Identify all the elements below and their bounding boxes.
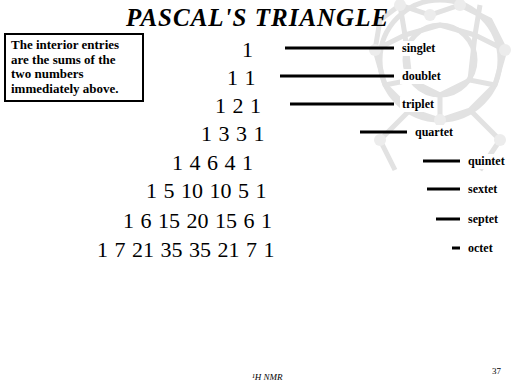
leader-line — [427, 188, 460, 191]
multiplicity-label: octet — [466, 241, 495, 256]
leader-line — [290, 103, 394, 106]
multiplicity-label: quartet — [413, 125, 455, 140]
triangle-row: 1 6 15 20 15 6 1 — [123, 208, 272, 234]
footer-text: ¹H NMR — [252, 372, 282, 382]
multiplicity-label: septet — [466, 212, 500, 227]
triangle-row: 1 7 21 35 35 21 7 1 — [97, 237, 275, 263]
slide-title: PASCAL'S TRIANGLE — [126, 4, 389, 32]
multiplicity-label: triplet — [400, 97, 436, 112]
triangle-row: 1 1 — [227, 65, 256, 91]
multiplicity-label: quintet — [466, 154, 507, 169]
note-text: The interior entries are the sums of the… — [11, 38, 137, 96]
multiplicity-label: sextet — [466, 182, 499, 197]
multiplicity-label: singlet — [400, 41, 437, 56]
leader-line — [452, 247, 460, 250]
leader-line — [360, 131, 407, 134]
triangle-row: 1 5 10 10 5 1 — [146, 178, 267, 204]
triangle-row: 1 — [242, 37, 253, 63]
leader-line — [436, 218, 460, 221]
triangle-row: 1 3 3 1 — [201, 121, 265, 147]
note-box: The interior entries are the sums of the… — [4, 33, 144, 102]
triangle-row: 1 4 6 4 1 — [172, 150, 253, 176]
page-number: 37 — [492, 366, 501, 376]
leader-line — [423, 160, 460, 163]
leader-line — [280, 75, 394, 78]
triangle-row: 1 2 1 — [215, 93, 261, 119]
leader-line — [285, 47, 394, 50]
multiplicity-label: doublet — [400, 69, 443, 84]
